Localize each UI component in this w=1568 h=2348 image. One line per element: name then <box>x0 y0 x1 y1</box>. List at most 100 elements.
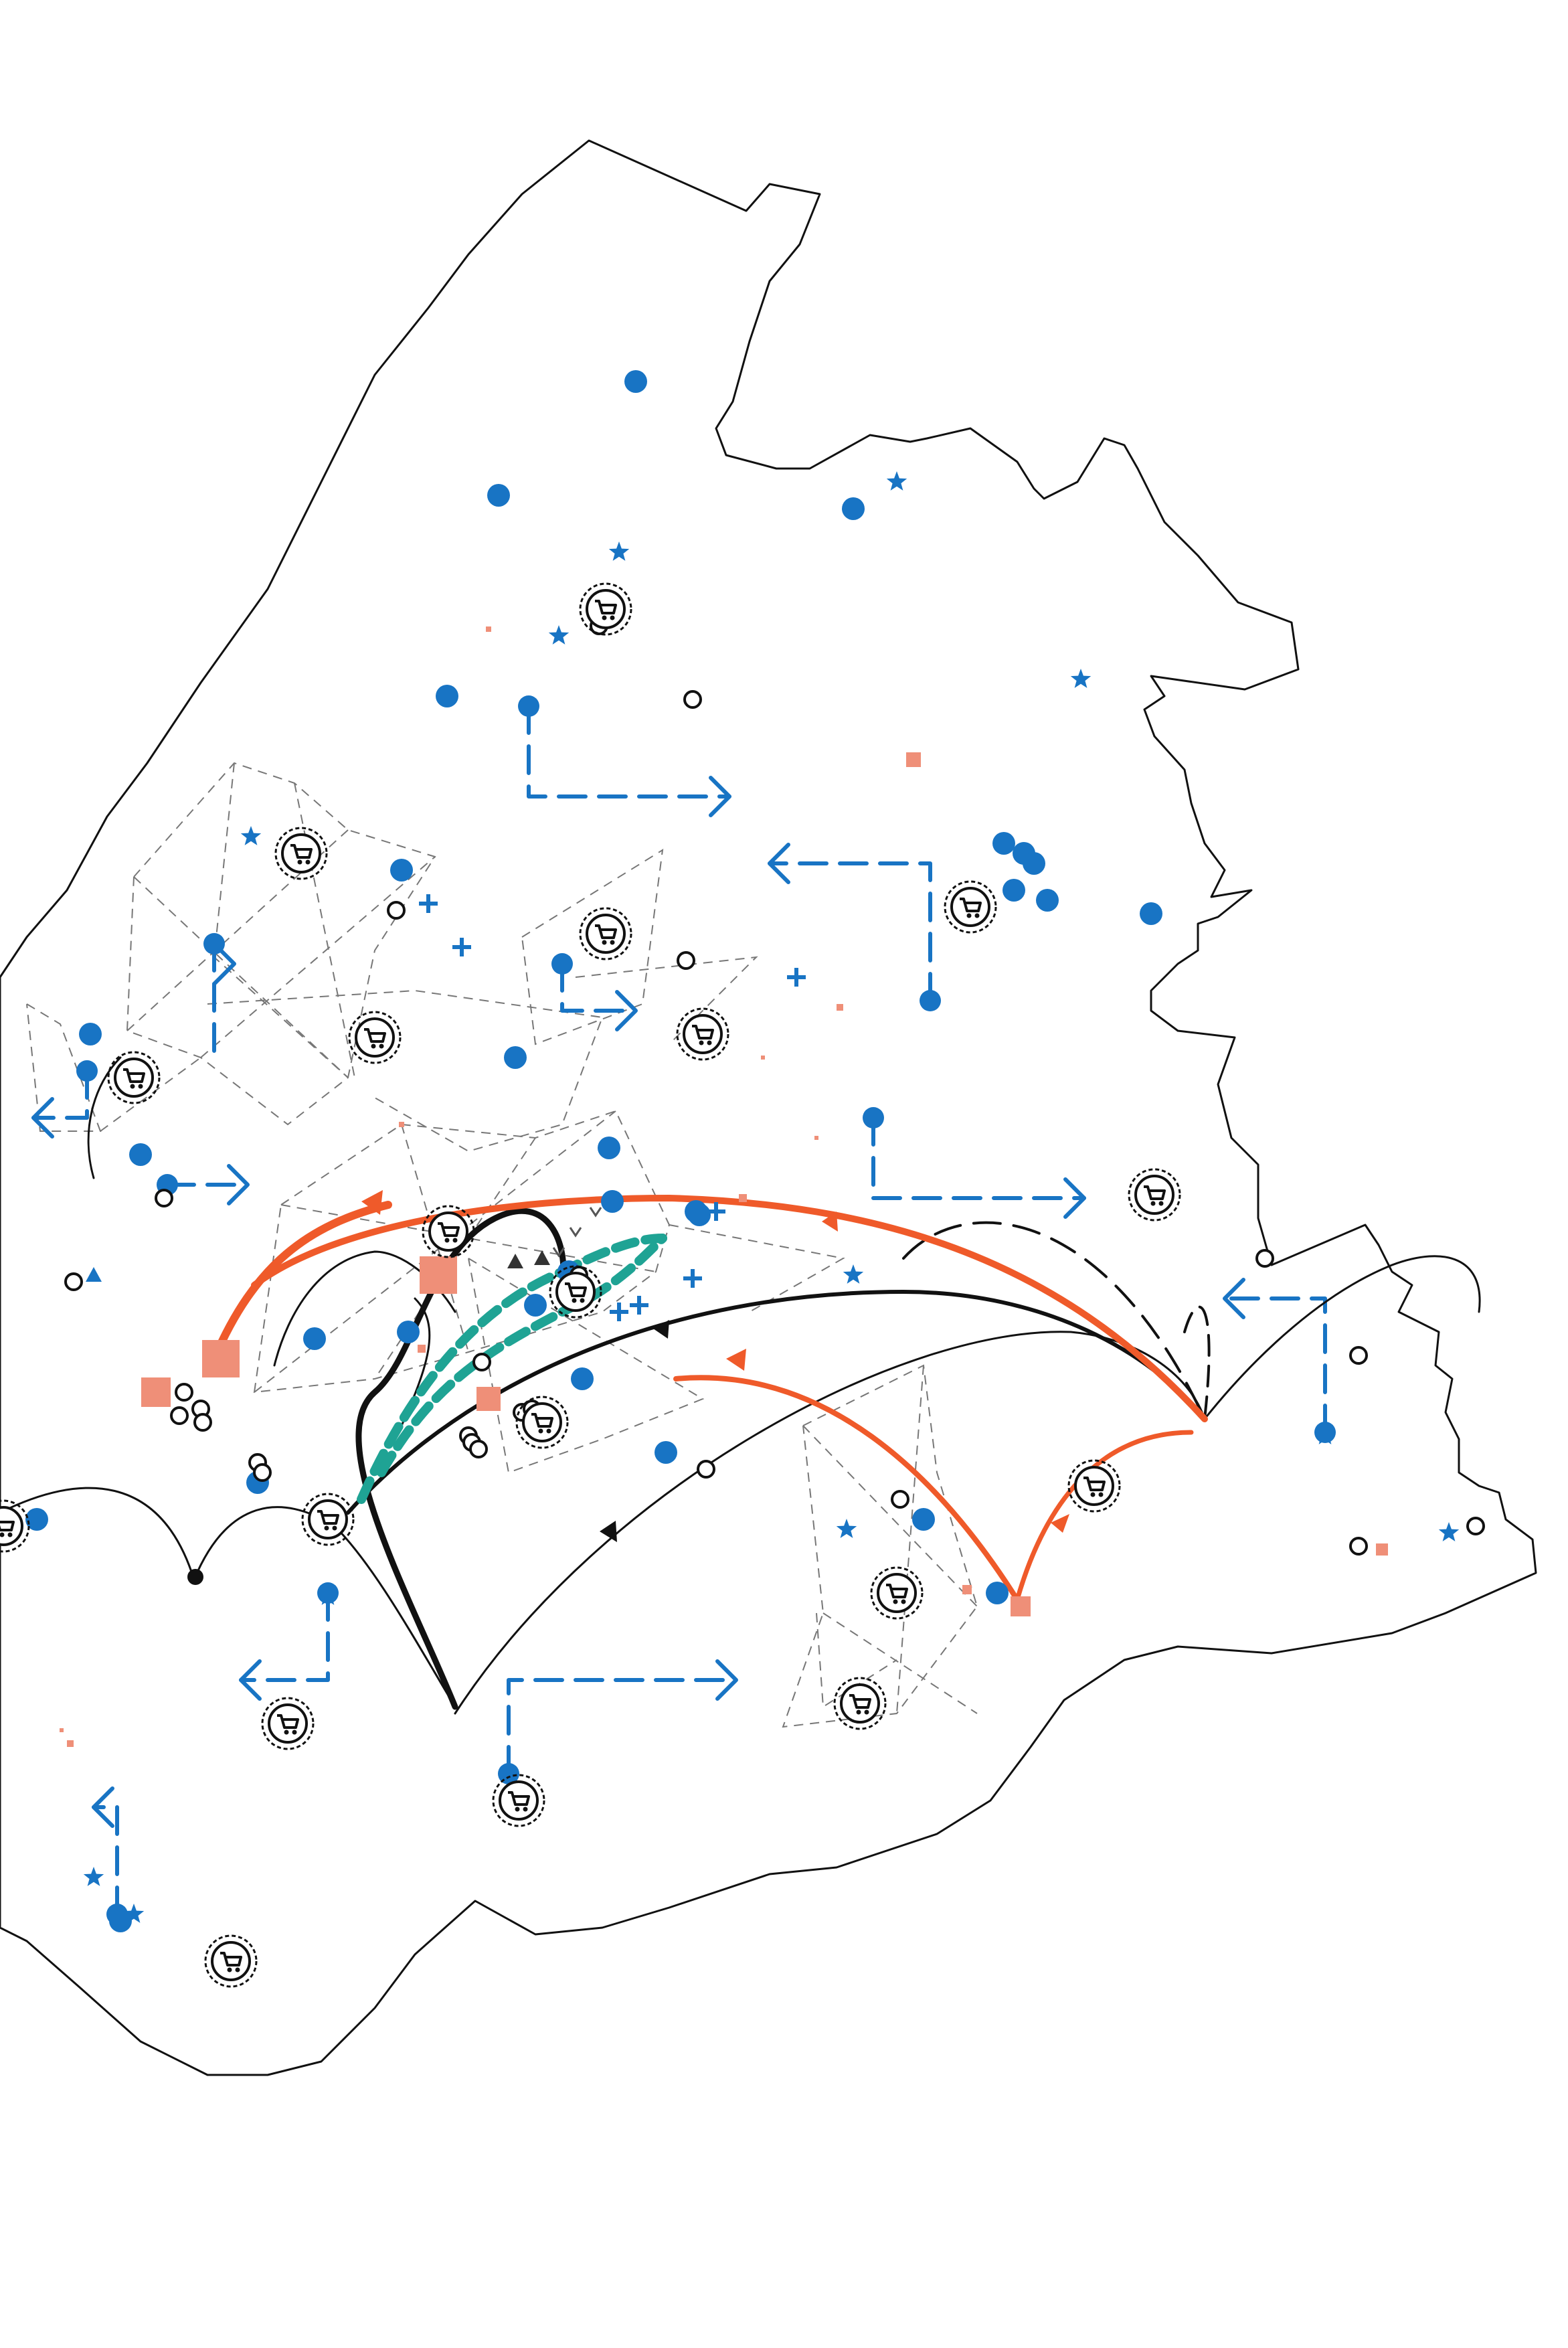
salmon-block-4 <box>476 1387 501 1411</box>
blue-route-arrowhead-7 <box>31 1097 54 1139</box>
salmon-block-10 <box>418 1345 426 1353</box>
blue-plus-1 <box>419 894 438 913</box>
black-arc-dashed-east <box>902 1221 1206 1420</box>
shop-cart-icon-2 <box>290 844 313 865</box>
open-point-15 <box>469 1440 488 1458</box>
blue-star-3 <box>886 471 907 491</box>
blue-point-14 <box>598 1137 620 1159</box>
blue-point-10 <box>1140 902 1162 925</box>
blue-point-28 <box>79 1023 102 1045</box>
open-point-22 <box>1349 1537 1368 1556</box>
orange-arrowhead-4 <box>1051 1514 1069 1533</box>
shop-site-1 <box>579 582 632 636</box>
blue-route-arrowhead-extra <box>212 942 236 986</box>
blue-plus-4 <box>707 1202 725 1221</box>
shop-cart-icon-5 <box>364 1028 386 1049</box>
teal-routes <box>357 1234 667 1504</box>
shop-cart-icon-9 <box>565 1282 587 1303</box>
region-outline <box>0 139 1537 2076</box>
shop-site-12 <box>1067 1459 1121 1513</box>
shop-cart-icon-1 <box>595 600 617 620</box>
shop-site-17 <box>204 1934 258 1988</box>
grey-network-south <box>782 1364 978 1728</box>
blue-point-20 <box>303 1327 326 1350</box>
blue-star-6 <box>843 1264 864 1284</box>
blue-plus-3 <box>787 968 806 987</box>
black-arc-dashed-short <box>1183 1305 1211 1420</box>
blue-routes <box>31 695 1336 1925</box>
open-point-4 <box>155 1189 173 1207</box>
blue-point-24 <box>25 1508 48 1531</box>
blue-point-26 <box>986 1582 1009 1604</box>
point-symbols <box>0 370 1485 1988</box>
blue-route-2 <box>768 861 932 1003</box>
shop-cart-icon-14 <box>849 1694 871 1715</box>
blue-route-arrowhead-8 <box>1223 1278 1245 1319</box>
black-arc-east <box>1203 1255 1481 1420</box>
blue-point-13 <box>129 1143 152 1166</box>
blue-star-1 <box>608 541 630 561</box>
blue-star-2 <box>548 625 570 645</box>
salmon-block-15 <box>761 1056 765 1060</box>
salmon-block-6 <box>906 752 921 767</box>
orange-arc-main <box>251 1194 1208 1422</box>
blue-point-7 <box>1023 852 1045 875</box>
black-arc-west-bounces <box>0 1487 456 1708</box>
salmon-block-17 <box>399 1122 404 1127</box>
shop-site-18 <box>0 1499 30 1553</box>
blue-route-arrowhead-3 <box>1063 1177 1086 1219</box>
blue-point-3 <box>842 497 865 520</box>
blue-point-15 <box>601 1190 624 1213</box>
shop-cart-icon-18 <box>0 1521 15 1537</box>
triangle-marker-2 <box>507 1254 523 1268</box>
orange-arrowhead-1 <box>822 1211 838 1232</box>
blue-route-origin-3 <box>863 1107 884 1128</box>
shop-site-19 <box>1128 1168 1181 1222</box>
black-arrowhead-2 <box>600 1521 617 1542</box>
shop-site-9 <box>549 1265 602 1319</box>
blue-point-11 <box>390 859 413 882</box>
blue-star-10 <box>317 1586 339 1605</box>
blue-route-3 <box>871 1116 1086 1200</box>
open-point-1 <box>683 690 702 709</box>
blue-star-13 <box>123 1904 145 1923</box>
black-arc-thin-far-west <box>87 1056 122 1179</box>
black-arc-long-2 <box>454 1331 1206 1715</box>
salmon-block-12 <box>67 1740 74 1747</box>
blue-route-arrowhead-2 <box>768 843 790 884</box>
shop-site-5 <box>348 1011 402 1064</box>
orange-arrowhead-3 <box>726 1349 746 1371</box>
shop-cart-icon-12 <box>1083 1477 1106 1497</box>
blue-point-8 <box>1003 879 1025 902</box>
shop-cart-icon-4 <box>960 898 982 918</box>
salmon-block-13 <box>60 1728 64 1732</box>
open-point-6 <box>175 1383 193 1402</box>
blue-star-5 <box>240 826 262 845</box>
open-point-8 <box>170 1406 189 1425</box>
small-chevron-3 <box>552 1247 565 1258</box>
blue-plus-7 <box>683 1269 702 1288</box>
shop-site-14 <box>833 1677 887 1730</box>
black-arc-bold-up <box>355 1207 567 1710</box>
blue-route-origin-7 <box>76 1060 98 1082</box>
shop-cart-icon-11 <box>317 1510 339 1531</box>
blue-plus-5 <box>610 1303 628 1321</box>
blue-route-origin-2 <box>920 990 941 1011</box>
blue-plus-6 <box>630 1296 648 1315</box>
orange-flow-arcs <box>210 1190 1208 1602</box>
salmon-block-9 <box>837 1004 843 1011</box>
shop-cart-icon-3 <box>595 924 617 945</box>
open-point-13 <box>253 1463 272 1482</box>
shop-site-6 <box>676 1007 729 1061</box>
shop-site-4 <box>944 880 997 934</box>
orange-arc-south-1 <box>673 1375 1020 1602</box>
shop-site-16 <box>492 1774 545 1827</box>
blue-point-2 <box>487 484 510 507</box>
shop-site-7 <box>107 1051 161 1104</box>
blue-point-4 <box>436 685 458 707</box>
shop-site-15 <box>261 1697 315 1750</box>
blue-route-arrowhead-4 <box>615 990 638 1031</box>
blue-route-origin-1 <box>518 695 539 717</box>
small-chevron-2 <box>569 1227 582 1238</box>
open-point-23 <box>1466 1517 1485 1535</box>
